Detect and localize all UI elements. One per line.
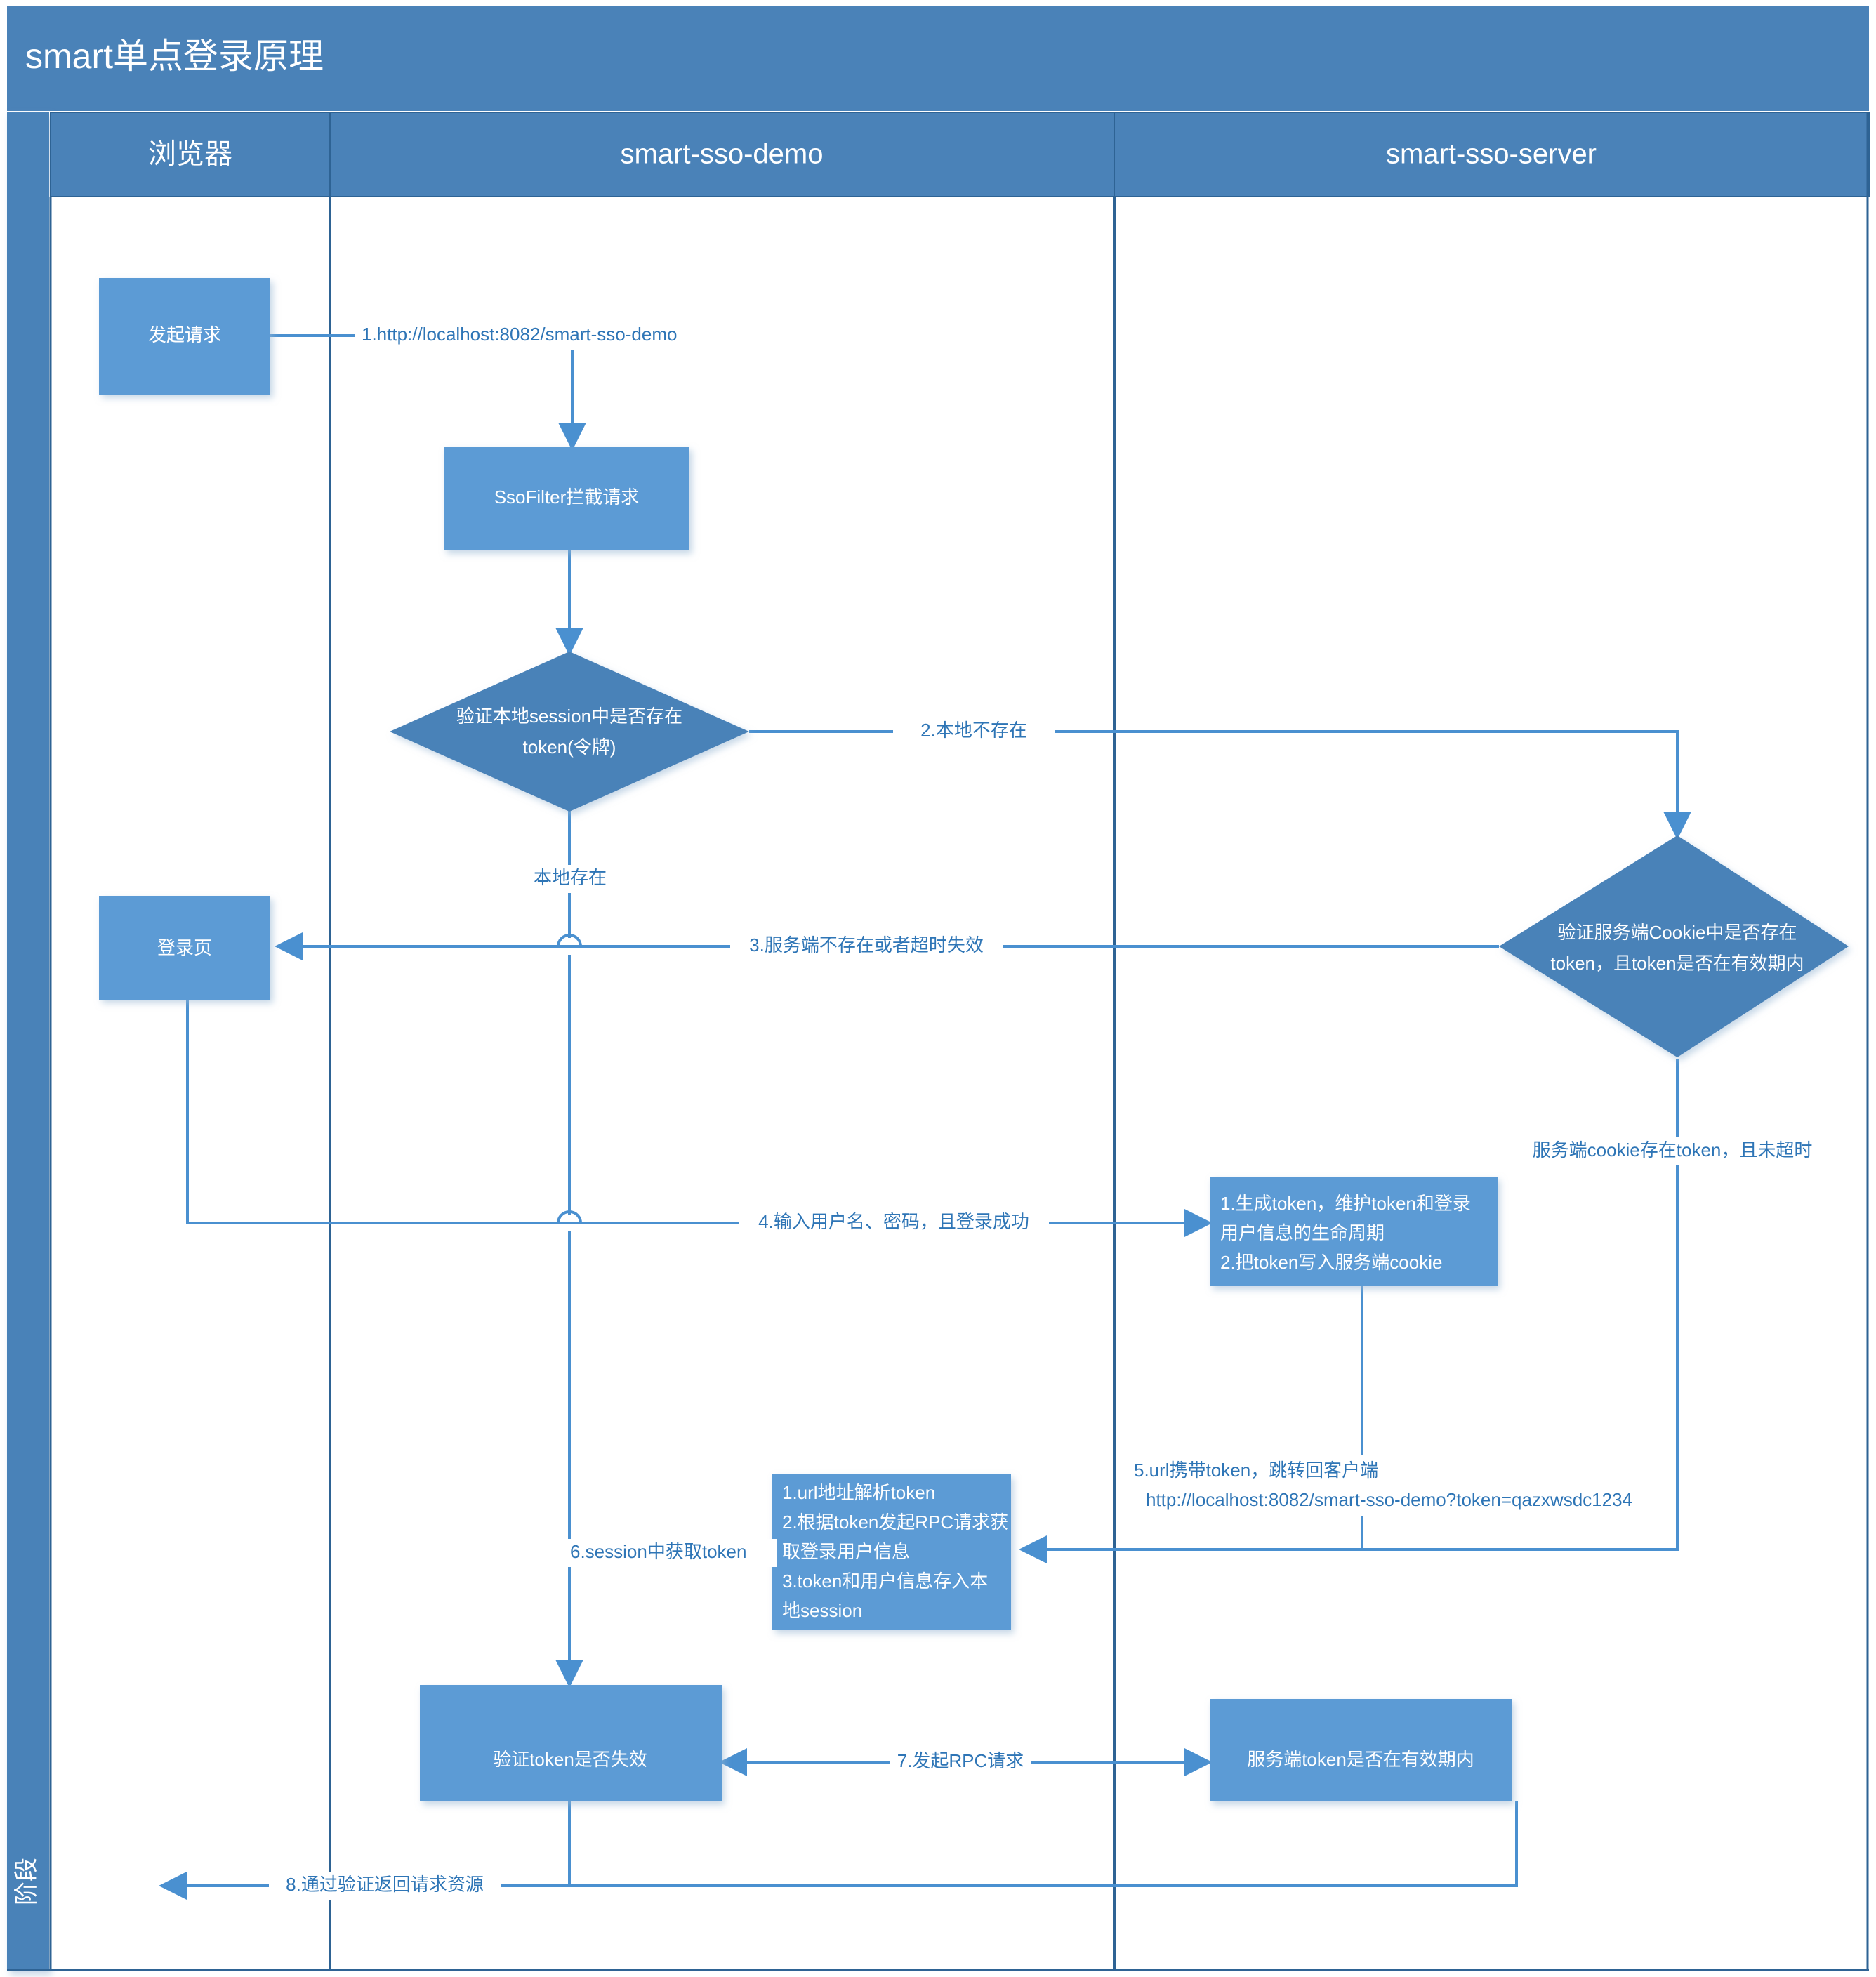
node-check-session-shape (390, 652, 749, 812)
lane-body-area (51, 197, 1869, 1971)
lane-label-demo: smart-sso-demo (621, 139, 824, 170)
edge-4-label: 4.输入用户名、密码，且登录成功 (758, 1211, 1029, 1232)
node-parse-token-line-5: 地session (782, 1600, 862, 1621)
edge-8-return-path (569, 1801, 1518, 1887)
node-verify-token-label: 验证token是否失效 (493, 1749, 647, 1770)
node-parse-token-line-3: 取登录用户信息 (782, 1541, 910, 1562)
lane-header-server (1114, 112, 1870, 197)
edge-cookie-ok-label-bg (1511, 1137, 1834, 1165)
node-login-page-label: 登录页 (157, 937, 212, 958)
edge-8-label: 8.通过验证返回请求资源 (286, 1874, 484, 1895)
edge-7-label: 7.发起RPC请求 (897, 1750, 1024, 1771)
node-parse-token[interactable]: 1.url地址解析token 2.根据token发起RPC请求获 取登录用户信息… (772, 1474, 1011, 1630)
node-check-cookie[interactable]: 验证服务端Cookie中是否存在 token，且token是否在有效期内 (1499, 835, 1849, 1057)
edge-1-label-bg (355, 322, 720, 350)
node-check-cookie-shape (1499, 835, 1849, 1057)
node-gen-token-line-2: 用户信息的生命周期 (1220, 1222, 1385, 1243)
edge-7-label-bg (890, 1748, 1031, 1776)
edge-hop-arc-1 (557, 934, 582, 947)
edge-local-exists-label-bg (506, 865, 635, 893)
diagram-title-bar (7, 6, 1869, 111)
edge-labels: 1.http://localhost:8082/smart-sso-demo 2… (269, 322, 1834, 1900)
edge-2-path (749, 730, 1691, 840)
edge-8-label-bg (269, 1872, 501, 1900)
edge-local-exists-label: 本地存在 (534, 867, 607, 888)
node-parse-token-line-2: 2.根据token发起RPC请求获 (782, 1512, 1008, 1533)
edge-4-label-bg (739, 1209, 1049, 1237)
node-login-page[interactable]: 登录页 (99, 896, 270, 1000)
edge-1-label: 1.http://localhost:8082/smart-sso-demo (362, 324, 677, 345)
node-gen-token-shape (1210, 1177, 1498, 1286)
node-check-session-label-1: 验证本地session中是否存在 (456, 706, 682, 727)
edge-cookie-ok-label: 服务端cookie存在token，且未超时 (1533, 1139, 1813, 1161)
node-check-session-label-2: token(令牌) (523, 736, 616, 758)
edge-6-label: 6.session中获取token (570, 1541, 746, 1562)
node-server-token-valid-label: 服务端token是否在有效期内 (1247, 1749, 1474, 1770)
edge-6-label-bg (566, 1539, 777, 1567)
edge-3-label: 3.服务端不存在或者超时失效 (749, 934, 984, 956)
node-server-token-valid-shape (1210, 1699, 1512, 1801)
phase-band (7, 112, 49, 1971)
node-ssofilter-shape (444, 447, 689, 550)
node-parse-token-shape (772, 1474, 1011, 1630)
node-ssofilter-label: SsoFilter拦截请求 (494, 487, 640, 508)
edge-5-label-bg (1129, 1455, 1663, 1516)
node-check-cookie-label-2: token，且token是否在有效期内 (1550, 953, 1804, 974)
node-server-token-valid[interactable]: 服务端token是否在有效期内 (1210, 1699, 1512, 1801)
node-verify-token[interactable]: 验证token是否失效 (420, 1685, 722, 1801)
node-parse-token-line-1: 1.url地址解析token (782, 1482, 935, 1503)
node-request-label: 发起请求 (148, 324, 221, 345)
edge-5-label-line-1: 5.url携带token，跳转回客户端 (1134, 1460, 1378, 1481)
edge-2-label-bg (893, 718, 1055, 746)
node-request[interactable]: 发起请求 (99, 278, 270, 395)
node-ssofilter[interactable]: SsoFilter拦截请求 (444, 447, 689, 550)
node-gen-token-line-1: 1.生成token，维护token和登录 (1220, 1193, 1471, 1214)
edge-5-label-line-2: http://localhost:8082/smart-sso-demo?tok… (1146, 1489, 1632, 1510)
page-title: smart单点登录原理 (25, 37, 324, 76)
edge-3-label-bg (730, 932, 1003, 960)
node-gen-token[interactable]: 1.生成token，维护token和登录 用户信息的生命周期 2.把token写… (1210, 1177, 1498, 1286)
edge-cookie-ok-path (1019, 1059, 1679, 1563)
edge-hop-arc-2 (557, 1210, 582, 1224)
lane-label-server: smart-sso-server (1386, 139, 1597, 170)
lane-label-browser: 浏览器 (148, 139, 232, 170)
node-parse-token-line-4: 3.token和用户信息存入本 (782, 1571, 988, 1592)
node-verify-token-shape (420, 1685, 722, 1801)
edge-2-label: 2.本地不存在 (920, 720, 1027, 741)
node-gen-token-line-3: 2.把token写入服务端cookie (1220, 1252, 1442, 1273)
node-login-page-shape (99, 896, 270, 1000)
phase-band-label: 阶段 (13, 1858, 40, 1905)
node-check-session[interactable]: 验证本地session中是否存在 token(令牌) (390, 652, 749, 812)
node-request-shape (99, 278, 270, 395)
node-check-cookie-label-1: 验证服务端Cookie中是否存在 (1558, 922, 1797, 943)
